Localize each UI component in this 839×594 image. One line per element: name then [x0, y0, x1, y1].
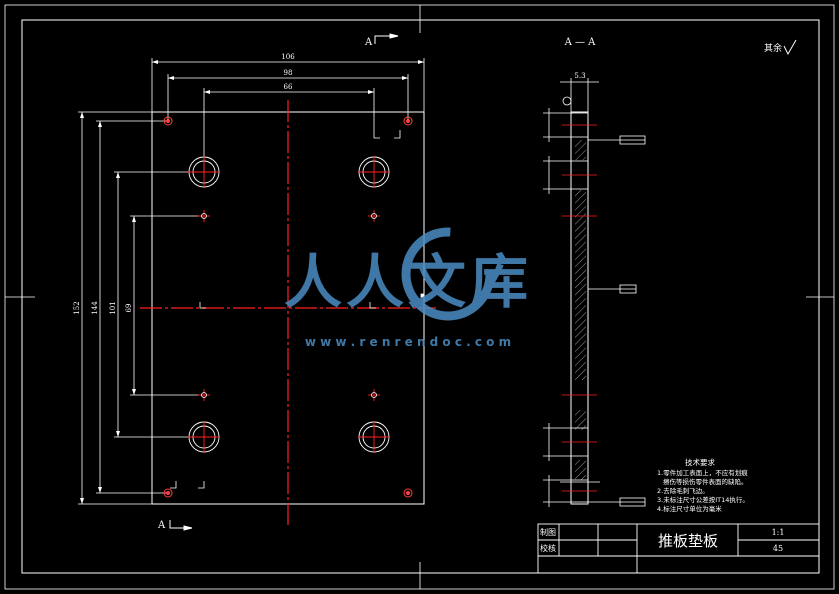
title-block	[537, 523, 820, 574]
section-arrows	[169, 33, 399, 531]
title-label-check: 校核	[540, 543, 556, 553]
title-material: 45	[773, 544, 783, 553]
section-thickness-dim: 5.3	[574, 72, 585, 80]
section-view	[560, 78, 599, 505]
centerlines	[140, 100, 436, 528]
section-centerlines	[562, 124, 597, 492]
tech-req-line-4: 3.未标注尺寸公差按IT14执行。	[657, 495, 749, 504]
tech-req-line-1: 1.零件加工表面上，不应有划痕	[657, 468, 748, 477]
dim-left-overall: 152	[73, 301, 81, 314]
tech-req-line-3: 2.去除毛刺飞边。	[657, 486, 709, 495]
roughness-symbol	[783, 39, 797, 56]
plate-view	[78, 58, 425, 505]
title-label-drawn: 制图	[540, 527, 556, 537]
section-features	[543, 108, 646, 507]
dim-left-3: 101	[109, 301, 117, 314]
corner-marks	[170, 130, 425, 489]
watermark-url: w w w . r e n r e n d o c . c o m	[305, 335, 511, 349]
dim-left-2: 144	[91, 301, 99, 315]
section-title: A — A	[564, 37, 597, 48]
dim-top-mid: 98	[284, 69, 293, 77]
pin-holes	[201, 213, 377, 398]
section-marker-bottom: A	[157, 520, 166, 531]
tech-req-line-2: 擦伤等损伤零件表面的缺陷。	[663, 477, 748, 486]
dim-left-4: 69	[125, 304, 133, 313]
watermark-brand: 人人文库	[284, 248, 532, 316]
dim-top-inner: 66	[284, 83, 293, 91]
corner-holes	[163, 116, 413, 498]
dim-arrows	[80, 60, 424, 504]
section-hatch	[575, 140, 586, 480]
dim-top-overall: 106	[281, 53, 295, 61]
tech-req-title: 技术要求	[685, 457, 715, 467]
watermark: 人人文库 w w w . r e n r e n d o c . c o m	[284, 227, 532, 349]
inner-frame	[21, 19, 820, 574]
title-part-name: 推板垫板	[658, 532, 718, 550]
frame-center-marks	[5, 5, 834, 589]
hole-centers	[188, 156, 390, 453]
title-scale: 1:1	[772, 528, 785, 537]
tech-requirements: 技术要求 1.零件加工表面上，不应有划痕 擦伤等损伤零件表面的缺陷。 2.去除毛…	[657, 457, 749, 513]
surface-finish-label: 其余	[764, 42, 782, 54]
tech-req-line-5: 4.标注尺寸单位为毫米	[657, 504, 722, 513]
section-marker-top: A	[364, 37, 373, 48]
